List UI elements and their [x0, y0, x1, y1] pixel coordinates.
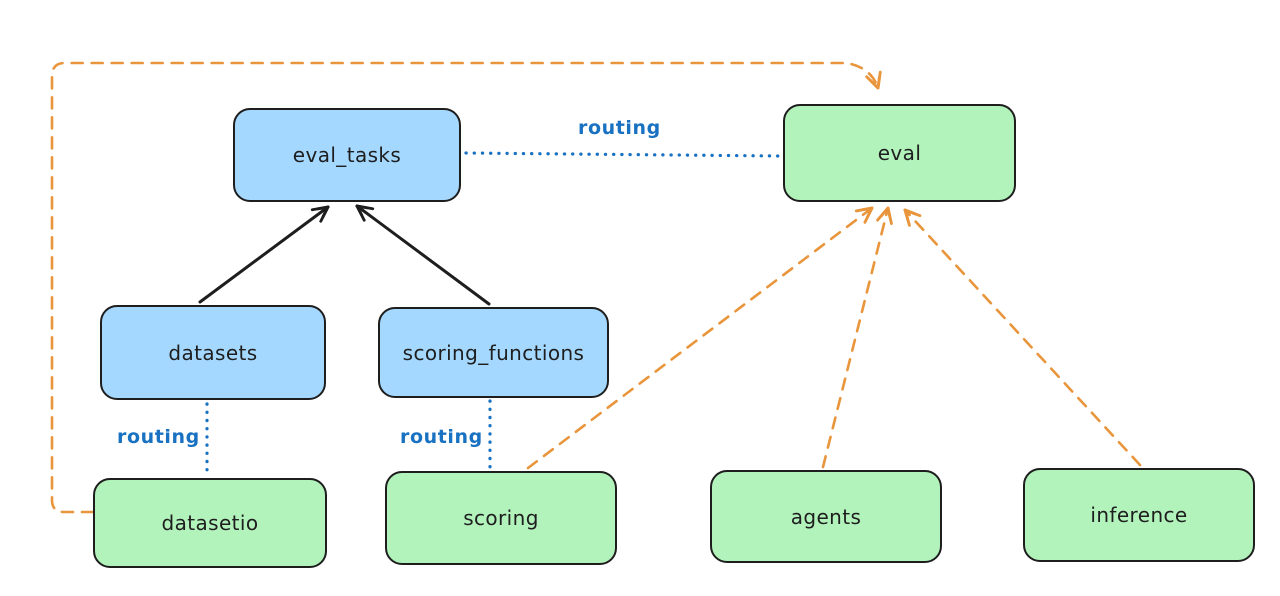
edge-inference-to-eval [903, 208, 1142, 467]
routing-label-mid: routing [400, 426, 483, 448]
node-datasetio-label: datasetio [161, 511, 259, 535]
routing-label-left: routing [117, 426, 200, 448]
edge-scoring-functions-to-eval-tasks [355, 204, 491, 306]
node-scoring: scoring [385, 471, 617, 565]
node-inference-label: inference [1090, 503, 1188, 527]
node-agents-label: agents [790, 504, 862, 529]
node-scoring-functions-label: scoring_functions [402, 340, 585, 365]
node-eval-tasks: eval_tasks [233, 108, 461, 202]
routing-label-top: routing [578, 117, 661, 139]
node-scoring-functions: scoring_functions [378, 307, 609, 398]
node-eval: eval [783, 104, 1016, 202]
node-scoring-label: scoring [463, 506, 539, 530]
edge-scoring-to-eval [526, 206, 874, 470]
edge-datasets-to-eval-tasks [198, 205, 330, 304]
node-datasets-label: datasets [168, 340, 258, 365]
node-agents: agents [710, 470, 942, 563]
node-datasets: datasets [100, 305, 326, 400]
edge-agents-to-eval [821, 206, 893, 469]
node-datasetio: datasetio [93, 478, 327, 568]
edge-routing-eval-tasks-to-eval [464, 151, 782, 158]
node-eval-label: eval [877, 141, 922, 165]
node-eval-tasks-label: eval_tasks [292, 143, 402, 167]
node-inference: inference [1023, 468, 1255, 562]
edge-datasetio-to-eval [50, 61, 882, 514]
